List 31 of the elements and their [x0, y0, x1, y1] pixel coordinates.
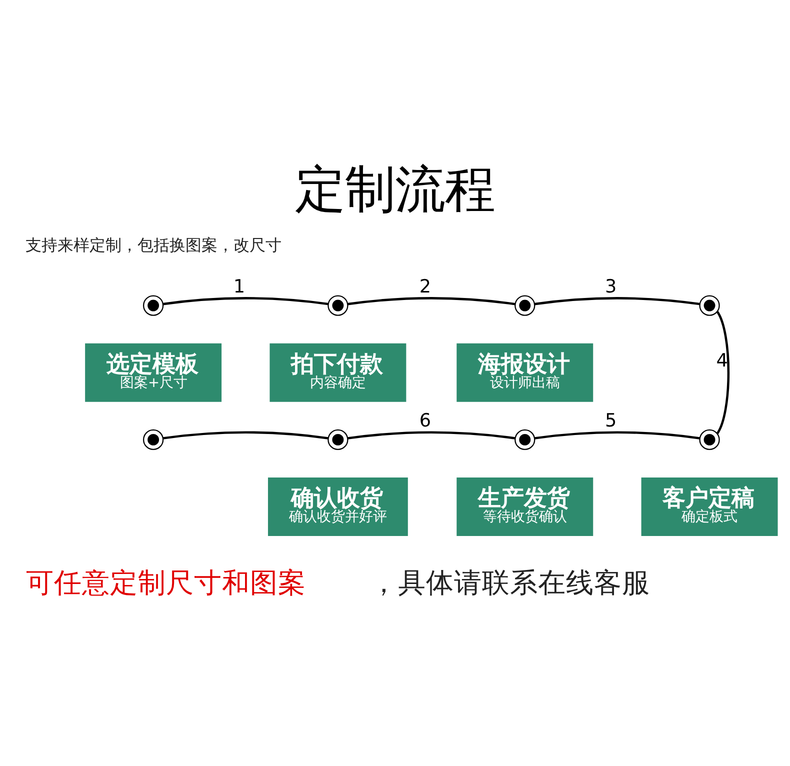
node-circle	[699, 428, 720, 450]
connector	[534, 430, 700, 439]
node-box: 海报设计 设计师出稿	[456, 342, 594, 402]
label: 可任意定制尺寸和图案	[26, 566, 306, 598]
connector	[716, 310, 730, 434]
edge-label: 1	[233, 276, 246, 297]
node-circle	[514, 294, 536, 316]
edge-label: 6	[419, 410, 432, 431]
node-circle	[699, 294, 720, 316]
connector	[534, 296, 700, 305]
connector	[348, 296, 516, 305]
node-box: 客户定稿 确定板式	[641, 477, 778, 536]
node-box: 生产发货 等待收货确认	[456, 477, 594, 536]
connector	[162, 296, 328, 305]
node-box: 确认收货 确认收货并好评	[268, 477, 408, 536]
label: 支持来样定制，包括换图案，改尺寸	[25, 235, 282, 254]
connector	[162, 430, 328, 439]
edge-label: 3	[604, 276, 617, 297]
node-box: 拍下付款 内容确定	[270, 342, 406, 402]
edge-label: 2	[419, 276, 432, 297]
edge-label: 5	[604, 410, 617, 431]
node-box: 选定模板 图案+尺寸	[85, 342, 222, 402]
edge-label: 4	[716, 350, 728, 372]
connector	[348, 430, 516, 439]
node-circle	[142, 428, 164, 450]
diagram-title: 定制流程	[295, 159, 495, 218]
label: ，具体请联系在线客服	[370, 566, 650, 598]
node-circle	[328, 294, 348, 316]
node-circle	[142, 294, 164, 316]
node-circle	[328, 428, 348, 450]
node-circle	[514, 428, 536, 450]
